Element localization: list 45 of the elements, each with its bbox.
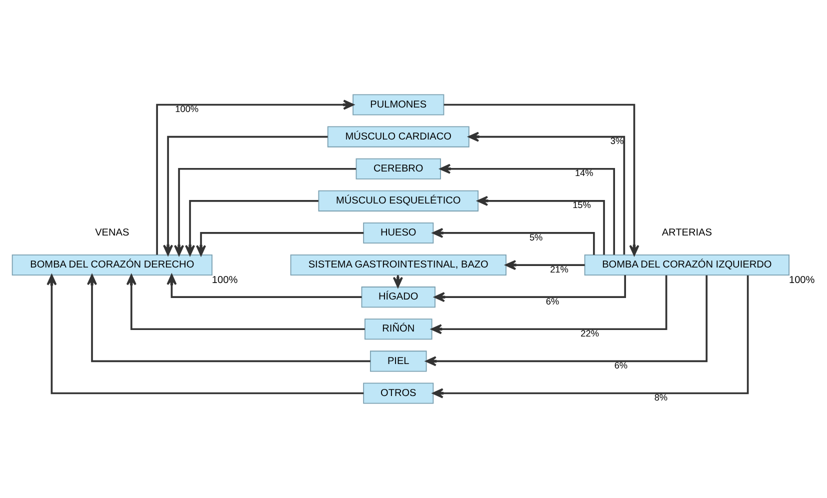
arrow [431, 275, 668, 334]
arrow [196, 232, 364, 256]
node-label: 100% [212, 275, 238, 286]
arrow [166, 274, 362, 298]
node-box: SISTEMA GASTROINTESTINAL, BAZO [290, 254, 506, 276]
arrow [477, 196, 605, 255]
edge-label: 3% [610, 136, 624, 146]
node-box: HUESO [363, 222, 434, 244]
node-box: MÚSCULO ESQUELÉTICO [318, 190, 479, 212]
edge-label: 6% [614, 360, 628, 371]
arrow [126, 274, 365, 330]
arrow [163, 136, 328, 256]
arrow [432, 276, 749, 398]
node-box: CEREBRO [356, 158, 441, 180]
edge-label: 14% [574, 168, 594, 178]
arrow [86, 274, 370, 362]
node-label: 100% [788, 275, 815, 286]
arrow [426, 275, 708, 366]
arrow [440, 164, 615, 255]
node-box: OTROS [363, 382, 434, 404]
edge-label: 21% [550, 264, 568, 274]
arrow [174, 168, 356, 256]
edge-label: 100% [175, 104, 199, 114]
edge-label: 8% [654, 392, 668, 403]
node-box: BOMBA DEL CORAZÓN IZQUIERDO [584, 254, 790, 276]
node-box: PULMONES [352, 94, 444, 116]
node-box: BOMBA DEL CORAZÓN DERECHO [12, 254, 212, 276]
arrow [46, 274, 364, 394]
arrow [468, 132, 626, 255]
arrow [184, 200, 318, 256]
arrow [505, 260, 585, 270]
node-box: HÍGADO [361, 286, 436, 308]
arrow [444, 104, 640, 256]
label: VENAS [95, 228, 130, 239]
arrow [432, 228, 595, 255]
edge-label: 6% [546, 296, 560, 306]
node-box: MÚSCULO CARDIACO [327, 126, 470, 148]
node-box: PIEL [370, 350, 427, 372]
edge-label: 15% [572, 200, 591, 210]
arrow [156, 100, 354, 255]
edge-label: 22% [580, 328, 599, 338]
node-box: RIÑÓN [364, 318, 432, 340]
edge-label: 5% [529, 232, 543, 242]
label: ARTERIAS [662, 228, 712, 239]
arrow [434, 275, 626, 302]
